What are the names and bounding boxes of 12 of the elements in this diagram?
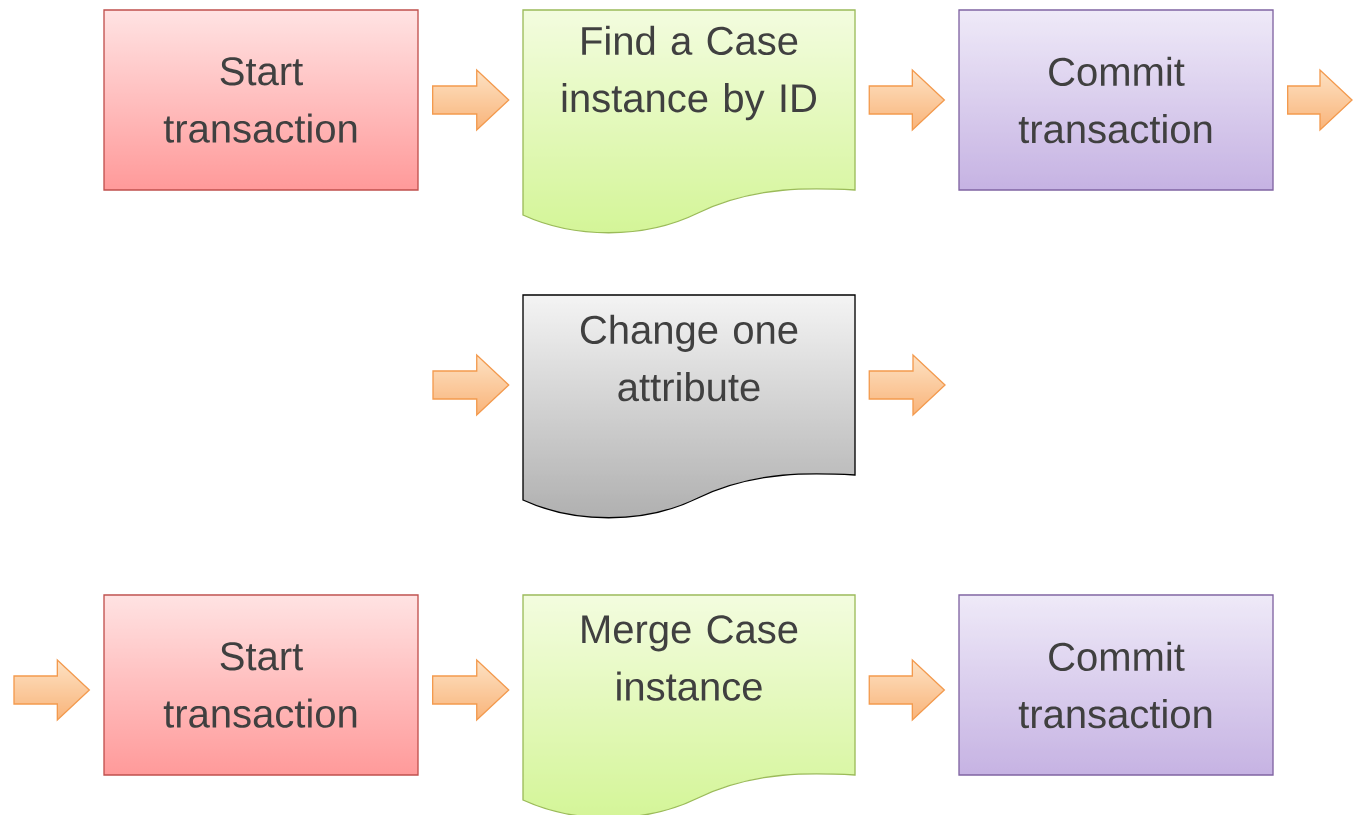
block-arrow bbox=[432, 658, 510, 722]
block-arrow bbox=[868, 353, 946, 417]
block-arrow bbox=[13, 658, 91, 722]
block-arrow bbox=[1287, 68, 1353, 132]
process-box: Commit transaction bbox=[958, 594, 1274, 776]
block-arrow bbox=[868, 658, 946, 722]
block-arrow bbox=[868, 68, 946, 132]
process-box: Commit transaction bbox=[958, 9, 1274, 191]
block-arrow bbox=[432, 353, 510, 417]
process-box: Start transaction bbox=[103, 9, 419, 191]
block-arrow bbox=[432, 68, 510, 132]
process-box: Start transaction bbox=[103, 594, 419, 776]
